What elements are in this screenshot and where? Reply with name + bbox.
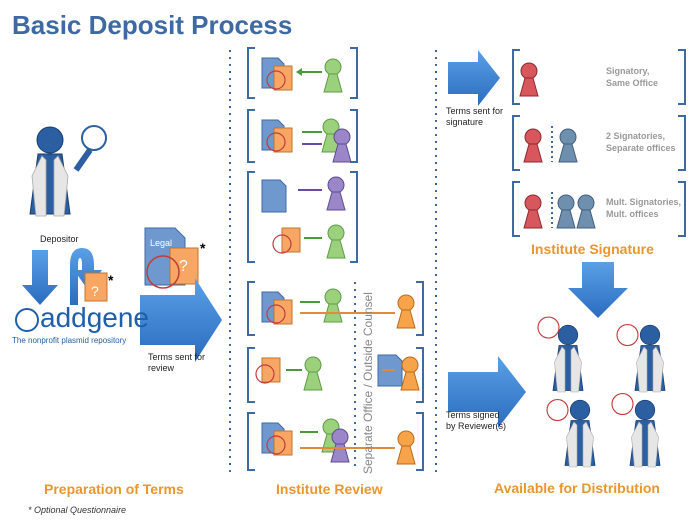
addgene-logo: addgene [40,302,150,333]
terms-signature-line-1: Terms sent for [446,106,504,116]
signatory-row-3-line-1: Mult. Signatories, [606,197,682,207]
logo-mark [15,308,39,332]
section-preparation: Preparation of Terms [44,481,184,497]
down-arrow [22,250,58,305]
terms-review-line-1: Terms sent for [148,352,206,362]
footnote: * Optional Questionnaire [28,505,127,515]
section-review: Institute Review [276,481,383,497]
signatory-row-2-line-2: Separate offices [606,143,676,153]
terms-signed-label: Terms signed by Reviewer(s) [446,410,506,432]
terms-signature-line-2: signature [446,117,484,127]
arrow-terms-signed [448,356,526,428]
depositor-label: Depositor [40,234,79,244]
outside-counsel-label: Separate Office / Outside Counsel [361,292,375,474]
signatory-row-1-line-2: Same Office [606,78,659,88]
legal-question: ? [179,258,188,275]
terms-signature-label: Terms sent for signature [446,106,503,128]
signatory-row-1: Signatory, Same Office [606,65,658,89]
distribution-figure-3 [546,398,596,468]
signatory-row-1-line-1: Signatory, [606,66,650,76]
terms-signed-line-2: by Reviewer(s) [446,421,507,431]
arrow-to-signature [448,50,500,106]
distribution-figure-1 [537,316,584,393]
page-title: Basic Deposit Process [12,10,293,40]
distribution-figure-2 [616,323,666,393]
terms-signed-line-1: Terms signed [446,410,500,420]
legal-doc-stack [144,227,199,289]
terms-review-line-2: review [148,363,175,373]
section-signature: Institute Signature [531,241,654,257]
depositor-figure [29,125,107,217]
asterisk-questionnaire: * [108,272,114,288]
question-mark: ? [91,283,99,299]
questionnaire-doc [84,272,108,302]
terms-review-label: Terms sent for review [148,352,205,374]
signatory-row-3-line-2: Mult. offices [606,209,659,219]
distribution-figure-4 [611,392,661,468]
addgene-tagline: The nonprofit plasmid repository [12,336,127,345]
arrow-to-review [140,278,222,362]
signatory-row-3: Mult. Signatories, Mult. offices [606,196,681,220]
legal-label: Legal [150,238,173,248]
signatory-row-2: 2 Signatories, Separate offices [606,130,676,154]
asterisk-legal: * [200,240,206,256]
signatory-row-2-line-1: 2 Signatories, [606,131,666,141]
section-distribution: Available for Distribution [494,480,660,496]
arrow-to-distribution [568,262,628,318]
